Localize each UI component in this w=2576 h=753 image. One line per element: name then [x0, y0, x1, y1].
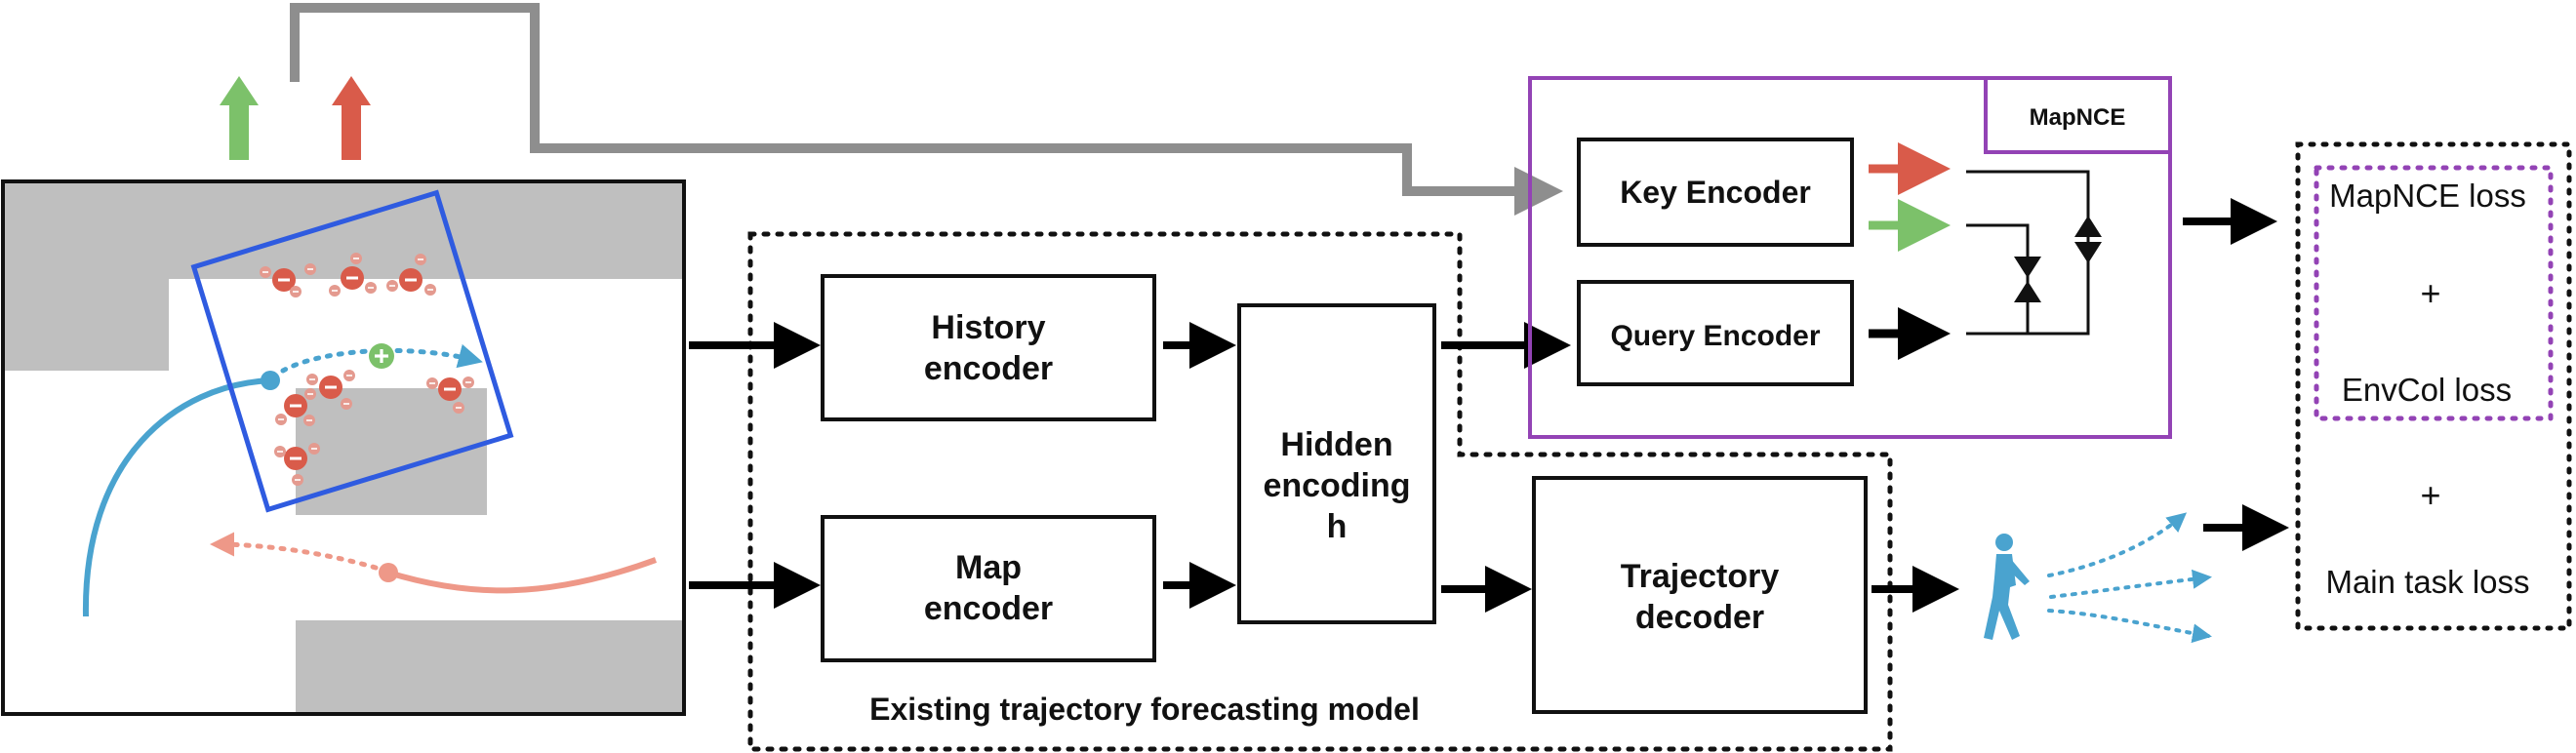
- history-encoder-line2: encoder: [924, 350, 1053, 387]
- map-encoder-line1: Map: [955, 549, 1022, 586]
- existing-model-label: Existing trajectory forecasting model: [869, 692, 1420, 727]
- agent-current-salmon: [379, 563, 398, 582]
- query-encoder-label: Query Encoder: [1610, 320, 1820, 352]
- map-encoder-line2: encoder: [924, 590, 1053, 627]
- aux-loss-box: [2314, 165, 2554, 421]
- hidden-encoding-line2: encoding: [1263, 467, 1410, 504]
- total-loss-box: [2295, 141, 2572, 631]
- obstacle-left-step: [5, 279, 169, 371]
- history-encoder-line1: History: [931, 309, 1045, 346]
- existing-model-region: [747, 231, 1893, 752]
- crop-box: [190, 189, 514, 513]
- future-dotted-salmon: [210, 532, 379, 571]
- key-encoder-block: Key Encoder: [1577, 138, 1854, 247]
- mapnce-module: MapNCE Key Encoder Query Encoder: [1528, 76, 2172, 439]
- contrast-triangles: [2014, 216, 2102, 302]
- flow-arrows: [689, 198, 2289, 613]
- hidden-encoding-line3: h: [1327, 508, 1348, 545]
- trajectory-decoder-line2: decoder: [1635, 599, 1764, 636]
- plus-sign-2: +: [2420, 475, 2440, 515]
- mapnce-title: MapNCE: [2030, 104, 2126, 131]
- mapnce-loss-label: MapNCE loss: [2329, 178, 2526, 214]
- map-encoder-block: Map encoder: [821, 515, 1156, 662]
- scene-map: [1, 179, 686, 716]
- positive-arrow-up: [220, 76, 259, 160]
- obstacle-top: [5, 183, 682, 279]
- history-encoder-block: History encoder: [821, 274, 1156, 421]
- query-encoder-block: Query Encoder: [1577, 280, 1854, 386]
- agent-current-blue: [261, 371, 280, 390]
- negative-arrow-up: [332, 76, 371, 160]
- envcol-loss-label: EnvCol loss: [2342, 372, 2512, 408]
- loss-panel: MapNCE loss + EnvCol loss + Main task lo…: [2295, 141, 2572, 631]
- hidden-encoding-block: Hidden encoding h: [1237, 303, 1436, 624]
- hidden-encoding-line1: Hidden: [1280, 426, 1392, 463]
- trajectory-salmon: [387, 557, 658, 594]
- plus-circle-icon: [369, 343, 394, 369]
- obstacle-bottom: [296, 620, 682, 712]
- walking-person-icon: [1984, 534, 2030, 640]
- contrast-bracket: [1966, 170, 2090, 336]
- main-task-loss-label: Main task loss: [2325, 564, 2529, 600]
- predicted-futures: [2047, 512, 2212, 644]
- trajectory-decoder-line1: Trajectory: [1621, 558, 1780, 595]
- plus-sign-1: +: [2420, 273, 2440, 313]
- gray-connector: [290, 3, 1563, 216]
- trajectory-decoder-block: Trajectory decoder: [1532, 476, 1868, 714]
- key-encoder-label: Key Encoder: [1620, 175, 1811, 210]
